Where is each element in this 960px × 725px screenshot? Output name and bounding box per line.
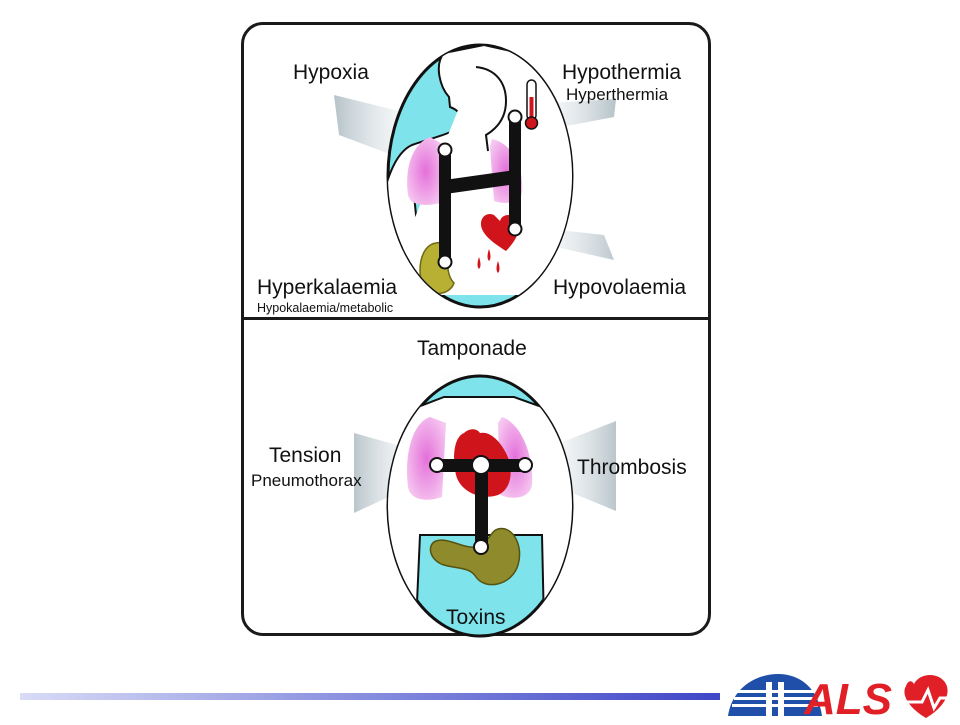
label-hypoxia: Hypoxia — [293, 61, 369, 84]
thermometer-icon: + + — [516, 70, 552, 130]
als-logo: ALS — [726, 664, 956, 724]
label-hypovolaemia: Hypovolaemia — [553, 276, 687, 299]
label-hypothermia: Hypothermia — [562, 61, 682, 84]
diagram-panel: + + — [241, 22, 711, 638]
footer-gradient-bar — [20, 693, 720, 700]
logo-text: ALS — [803, 675, 892, 720]
label-thrombosis: Thrombosis — [577, 456, 687, 479]
left-lung-lower — [406, 417, 446, 500]
svg-text:+: + — [544, 96, 552, 106]
panel-divider — [244, 317, 708, 320]
svg-text:+: + — [516, 70, 524, 80]
label-toxins: Toxins — [446, 606, 506, 629]
logo-heart-icon — [904, 675, 952, 718]
label-pneumothorax: Pneumothorax — [251, 471, 362, 490]
left-lung — [407, 137, 444, 205]
label-tension: Tension — [269, 444, 342, 467]
t-letter-graphic — [429, 455, 533, 555]
logo-emblem-icon — [728, 674, 822, 716]
label-hyperthermia: Hyperthermia — [566, 85, 669, 104]
label-hypokalaemia: Hypokalaemia/metabolic — [257, 301, 394, 315]
thrombosis-beam — [524, 421, 616, 511]
h-letter-graphic — [437, 109, 523, 270]
diagram-artwork: + + — [334, 43, 616, 638]
label-hyperkalaemia: Hyperkalaemia — [257, 276, 398, 299]
label-tamponade: Tamponade — [417, 337, 527, 360]
